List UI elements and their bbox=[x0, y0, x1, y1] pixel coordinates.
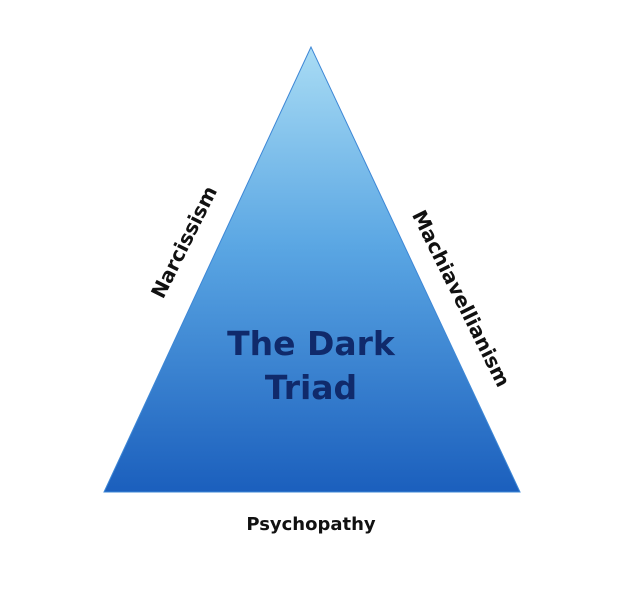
center-title-line1: The Dark bbox=[227, 324, 395, 363]
psychopathy-label: Psychopathy bbox=[246, 514, 376, 535]
center-title-line2: Triad bbox=[264, 368, 358, 407]
triangle-shape bbox=[103, 45, 521, 493]
center-title: The Dark Triad bbox=[196, 322, 426, 410]
